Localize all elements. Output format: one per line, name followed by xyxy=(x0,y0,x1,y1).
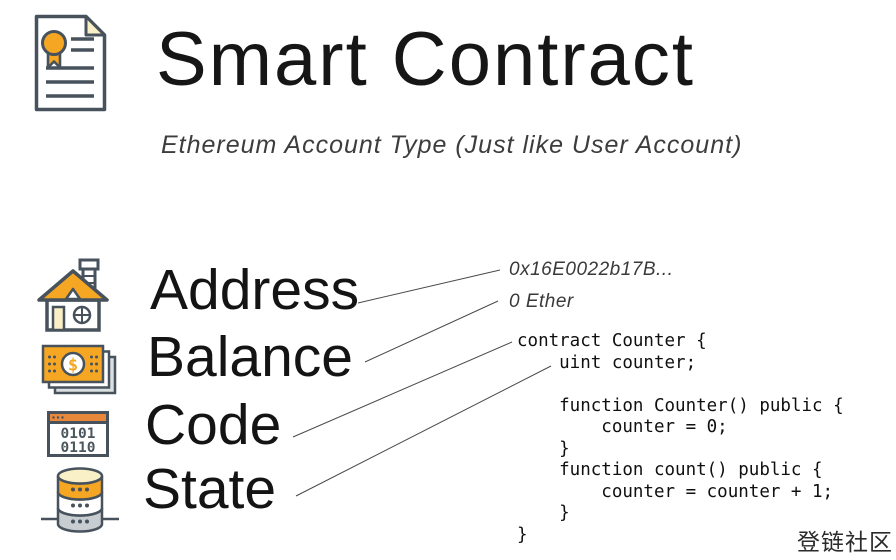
balance-value: 0 Ether xyxy=(509,291,574,312)
database-icon xyxy=(40,462,120,542)
page-subtitle: Ethereum Account Type (Just like User Ac… xyxy=(161,131,743,159)
community-watermark: 登链社区 xyxy=(797,530,893,555)
property-label-state: State xyxy=(143,457,277,521)
banknotes-icon: $ xyxy=(41,344,117,398)
address-value: 0x16E0022b17B... xyxy=(509,259,674,280)
solidity-code-block: contract Counter { uint counter; functio… xyxy=(517,331,844,545)
connector-line-balance xyxy=(364,300,499,363)
dollar-sign-glyph: $ xyxy=(68,356,78,376)
binary-text-line2: 0110 xyxy=(61,440,96,456)
property-label-address: Address xyxy=(150,258,360,322)
certificate-icon xyxy=(33,13,108,113)
binary-text-line1: 0101 xyxy=(61,426,96,442)
property-label-code: Code xyxy=(145,393,282,457)
page-title: Smart Contract xyxy=(156,17,696,102)
binary-window-icon: 0101 0110 xyxy=(47,411,109,457)
property-label-balance: Balance xyxy=(147,325,353,389)
house-icon xyxy=(37,258,109,332)
connector-line-address xyxy=(357,269,501,304)
